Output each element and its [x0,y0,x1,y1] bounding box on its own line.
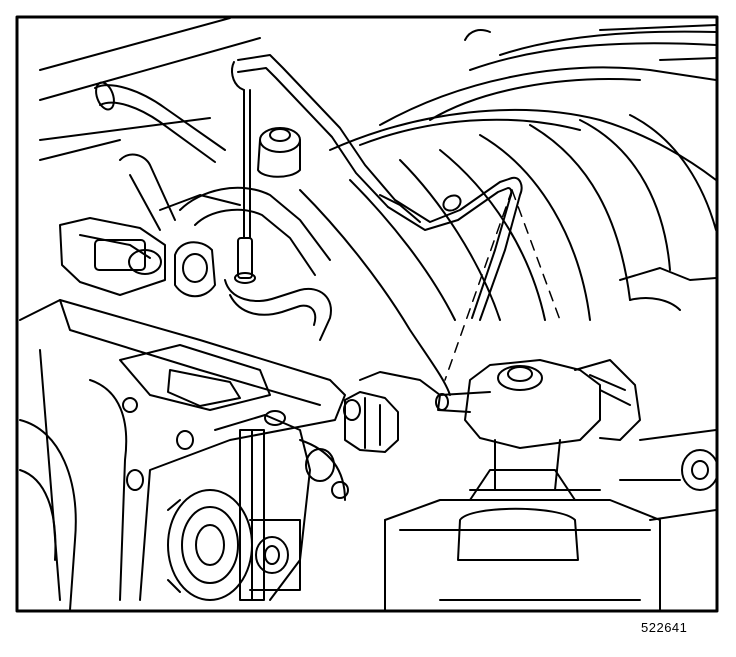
figure-id-label: 522641 [641,620,688,635]
intake-runners [300,25,716,395]
center-hose-elbow [180,188,331,340]
figure-border [17,17,717,611]
vacuum-hose-line [232,55,522,320]
egr-valve [436,360,640,490]
right-fittings [620,268,718,520]
leader-lines [445,190,560,380]
pointer-rod [235,90,255,283]
throttle-coil [168,490,300,600]
upper-left-hose [40,18,260,162]
throttle-lever [215,411,348,600]
bolt-boss [120,128,300,230]
throttle-bracket [20,300,345,600]
lower-canister [385,470,660,610]
throttle-bore [20,420,76,610]
sensor-connector [344,372,440,452]
